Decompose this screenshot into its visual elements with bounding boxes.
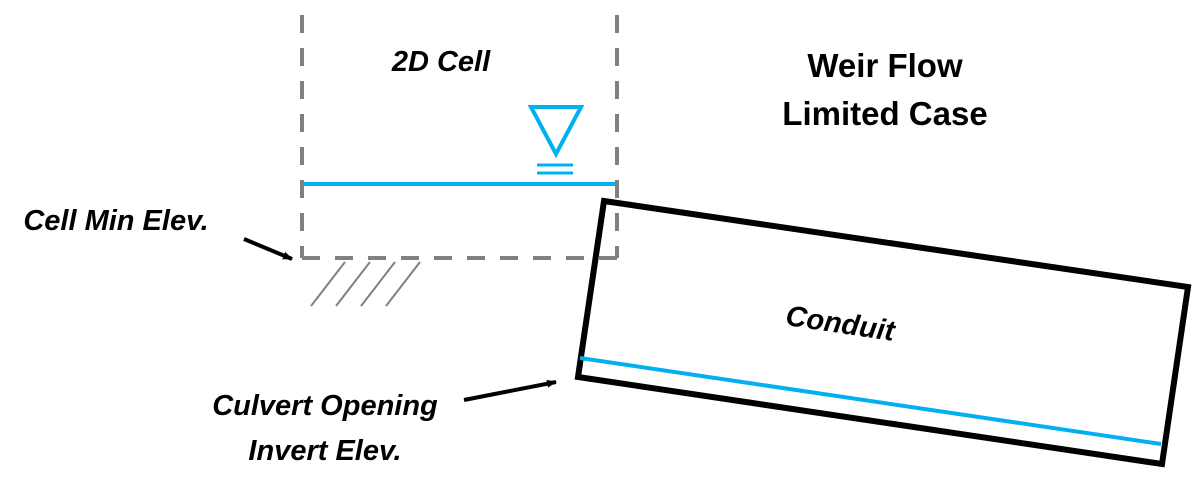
ground-hatch-icon (310, 261, 421, 307)
culvert-label-line-2: Invert Elev. (248, 435, 401, 467)
water-level-icon (527, 105, 585, 175)
culvert-label-line-1: Culvert Opening (212, 390, 438, 422)
title-line-2: Limited Case (782, 95, 987, 132)
conduit-outline (574, 197, 1192, 468)
cell-min-elev-label: Cell Min Elev. (23, 205, 208, 237)
title-line-1: Weir Flow (807, 47, 963, 84)
culvert-invert-arrow (463, 379, 557, 402)
2d-cell-boundary (300, 15, 619, 260)
cell-label: 2D Cell (391, 46, 491, 78)
cell-min-elev-arrow (243, 237, 293, 261)
conduit-water-line (579, 356, 1162, 446)
conduit-label: Conduit (784, 300, 898, 348)
